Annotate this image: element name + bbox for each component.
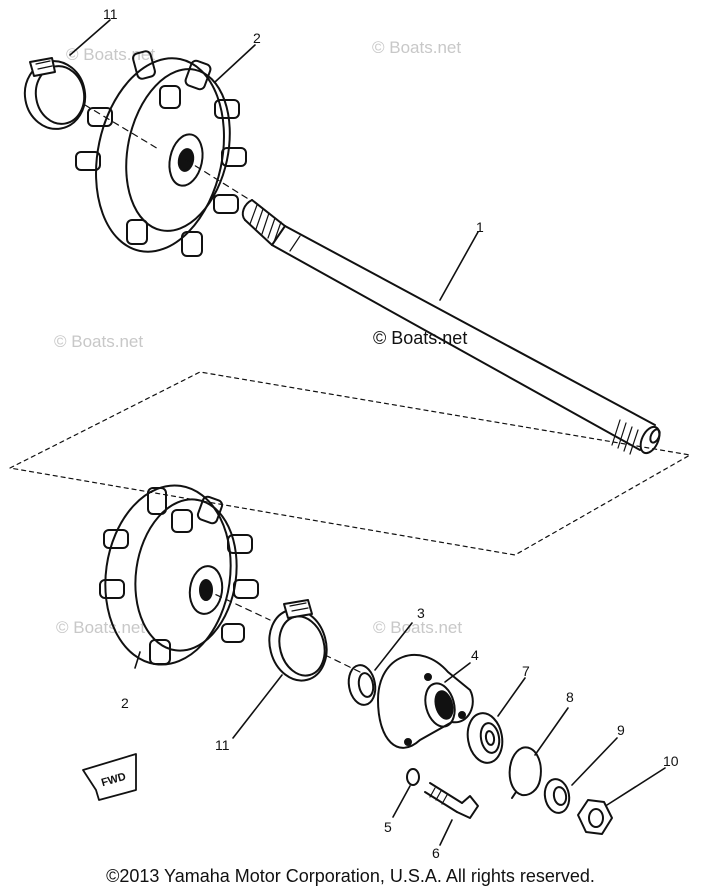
callout-3: 3 [417,605,425,621]
fwd-arrow-icon [82,753,137,801]
callout-1: 1 [476,219,484,235]
exploded-diagram: 11 2 1 3 4 7 8 9 10 2 11 5 6 FWD [9,6,691,860]
callout-11-top: 11 [103,6,118,22]
watermark: © Boats.net [56,618,146,637]
circlip [508,707,569,799]
callout-6: 6 [432,845,440,860]
nut [577,767,666,835]
callout-2-bottom: 2 [121,695,129,711]
bearing-housing [377,654,474,749]
copyright-footer: ©2013 Yamaha Motor Corporation, U.S.A. A… [106,866,595,886]
bearing [466,677,526,764]
watermark: © Boats.net [373,618,463,637]
drive-shaft [241,199,661,455]
callout-4: 4 [471,647,479,663]
watermark-main: © Boats.net [373,328,468,348]
callout-5: 5 [384,819,392,835]
oil-seal [347,622,413,706]
plain-washer [543,737,618,814]
bolt [424,782,479,846]
callout-2-top: 2 [253,30,261,46]
callout-8: 8 [566,689,574,705]
callout-10: 10 [663,753,679,769]
hose-clamp-top [23,19,161,151]
watermark: © Boats.net [372,38,462,57]
callout-11-bottom: 11 [215,737,230,753]
sprocket-bottom [99,484,271,669]
callout-7: 7 [522,663,530,679]
washer [392,768,420,818]
watermark: © Boats.net [54,332,144,351]
assembly-outline [9,371,691,556]
fwd-label: FWD [100,771,127,789]
callout-9: 9 [617,722,625,738]
hose-clamp-bottom [232,599,361,739]
sprocket-top [75,44,256,257]
